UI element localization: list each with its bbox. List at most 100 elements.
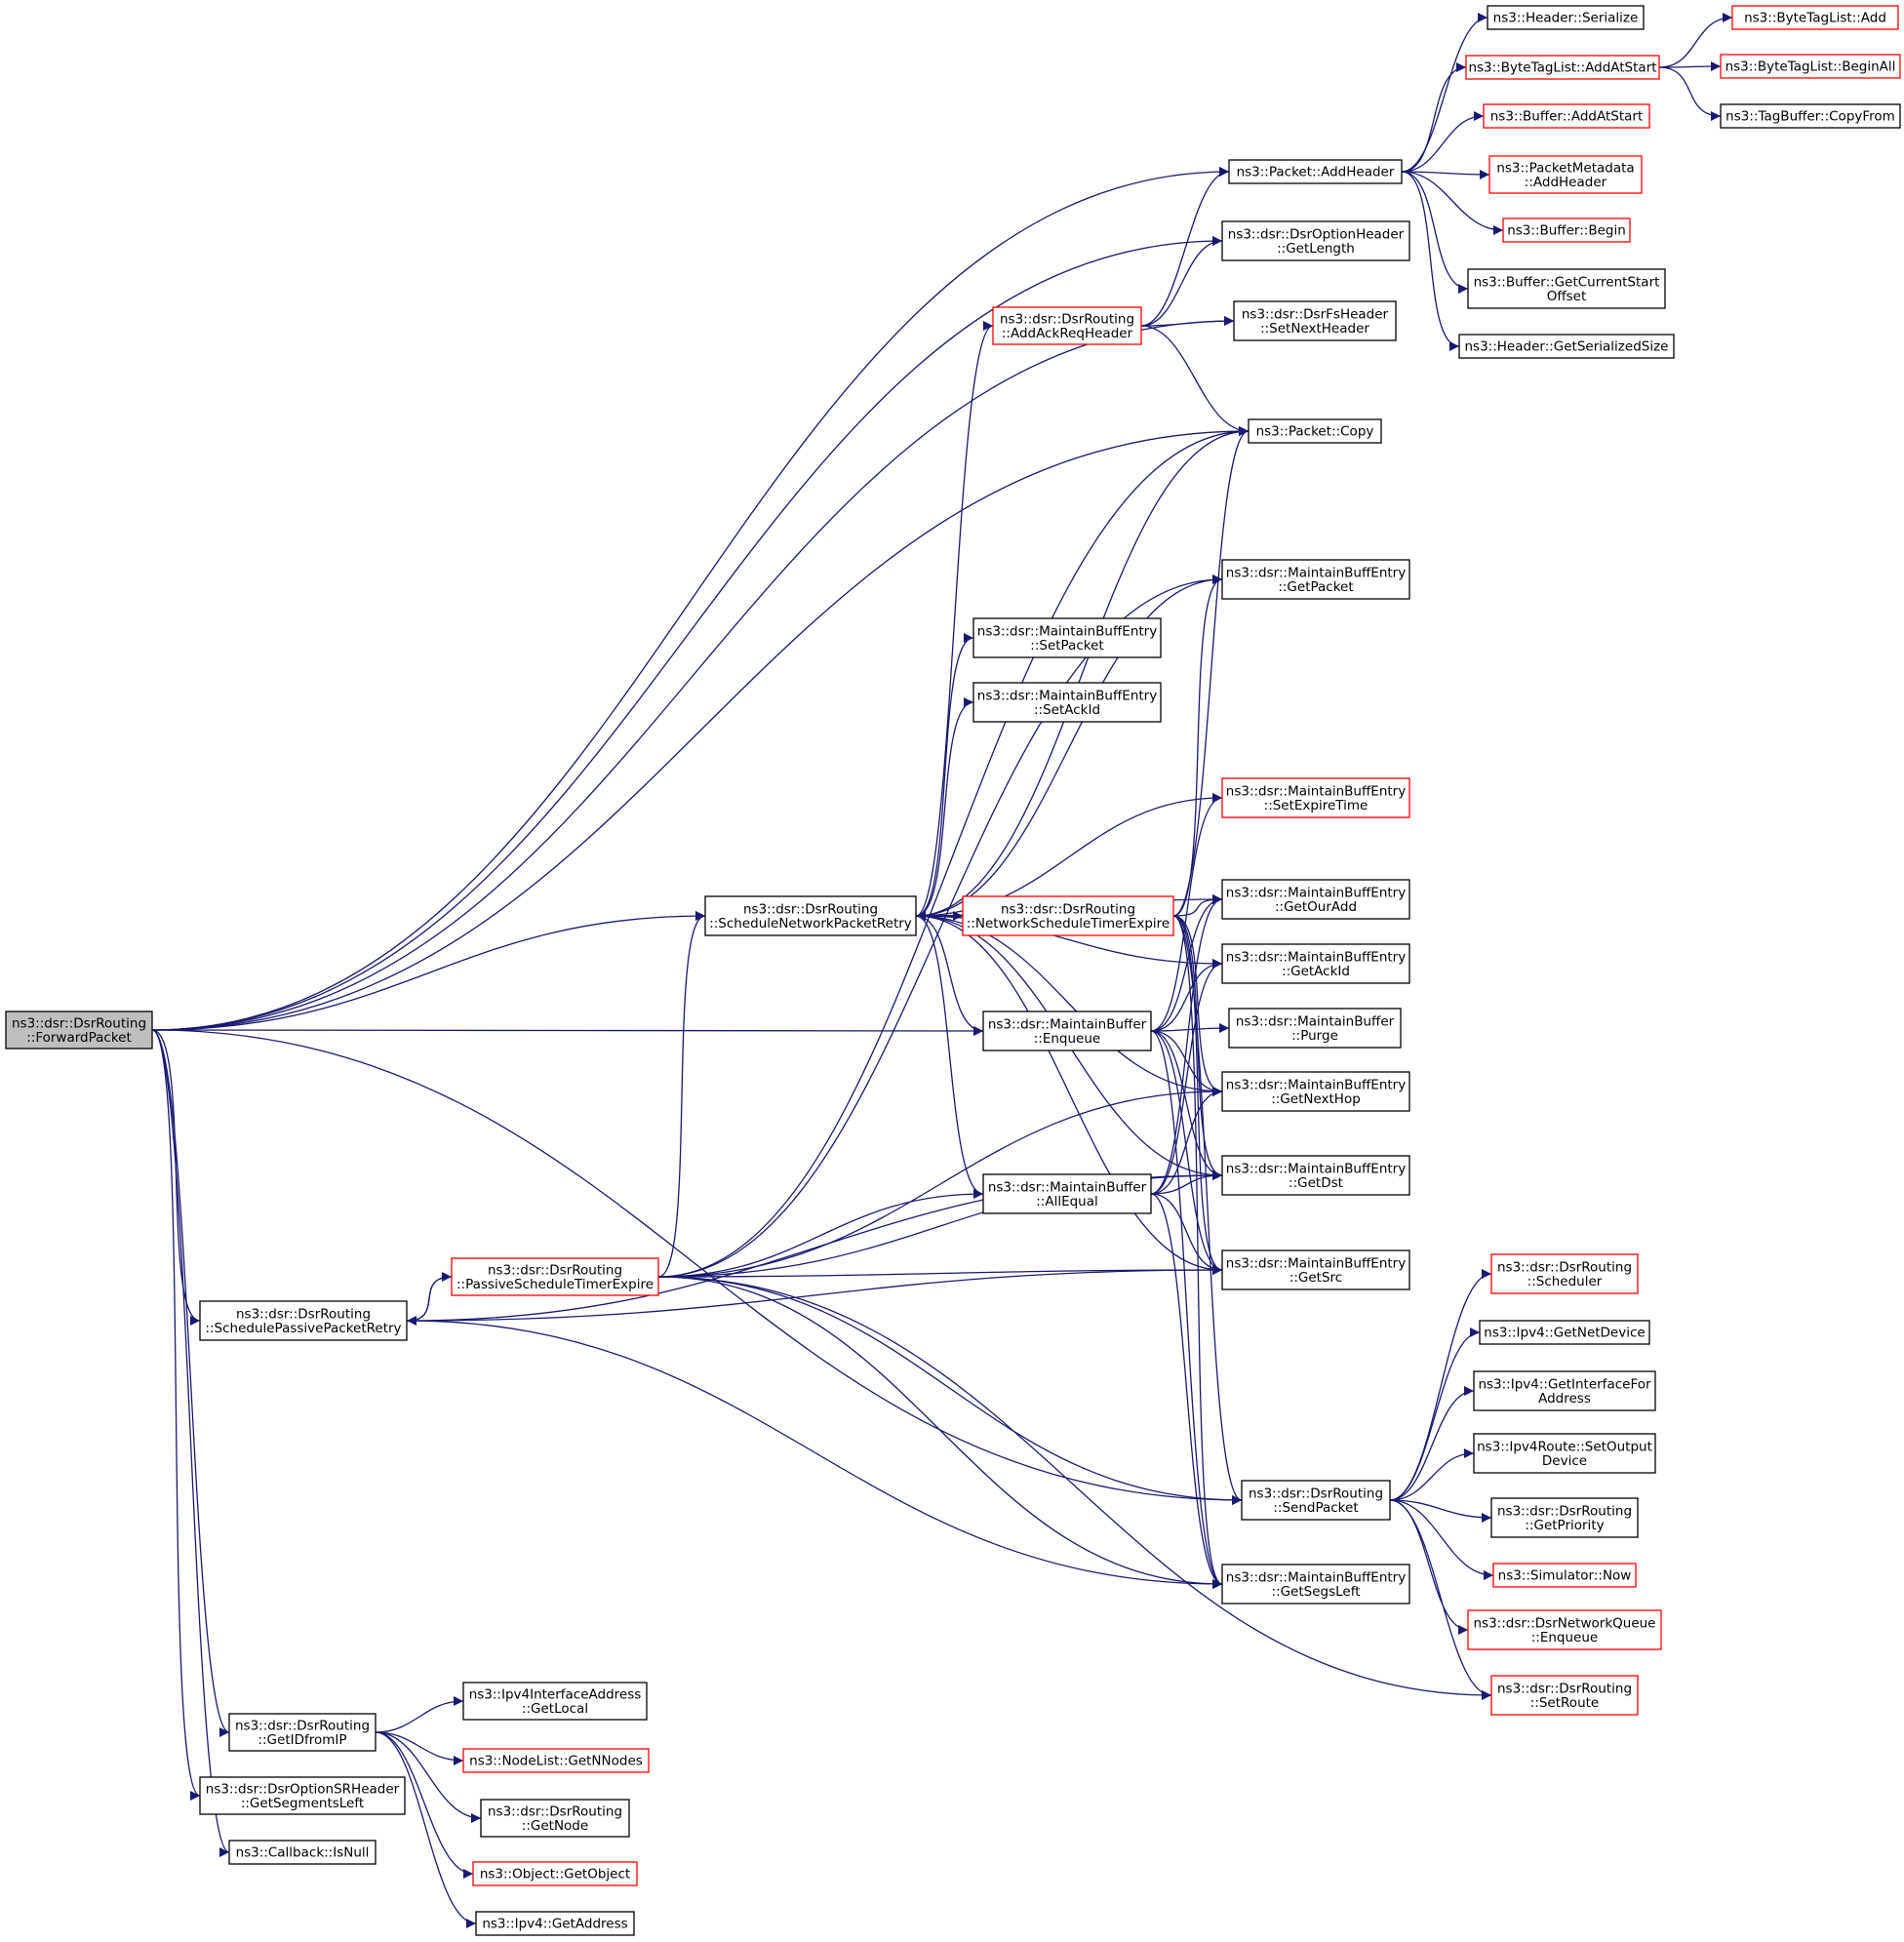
node-box [982, 1011, 1152, 1051]
node-label-line: ns3::ByteTagList::AddAtStart [1468, 60, 1656, 76]
node-mbe-setackid[interactable]: ns3::dsr::MaintainBuffEntry::SetAckId [972, 682, 1162, 723]
node-label-line: ::GetSegsLeft [1271, 1584, 1360, 1600]
node-box [1479, 1320, 1650, 1345]
node-getidfromip[interactable]: ns3::dsr::DsrRouting::GetIDfromIP [228, 1713, 377, 1752]
node-getlocal[interactable]: ns3::Ipv4InterfaceAddress::GetLocal [462, 1682, 648, 1721]
node-label-line: ns3::dsr::MaintainBuffer [988, 1016, 1147, 1032]
node-label-line: ns3::dsr::MaintainBuffEntry [1226, 1569, 1406, 1585]
node-label-line: ns3::Packet::AddHeader [1237, 165, 1395, 180]
node-dsrrouting-getpriority[interactable]: ns3::dsr::DsrRouting::GetPriority [1490, 1497, 1639, 1538]
node-tagbuffer-copyfrom[interactable]: ns3::TagBuffer::CopyFrom [1720, 103, 1901, 129]
edge-passivescheduletimerexpire-to-mbe-getnexthop [657, 1087, 1223, 1278]
node-passivescheduletimerexpire[interactable]: ns3::dsr::DsrRouting::PassiveScheduleTim… [451, 1257, 659, 1296]
node-getaddress[interactable]: ns3::Ipv4::GetAddress [475, 1911, 635, 1936]
node-label-line: ns3::dsr::DsrRouting [1497, 1259, 1632, 1275]
edge-packet-addheader-to-bytetaglist-addatstart [1401, 62, 1467, 173]
node-getsegmentsleft-sr[interactable]: ns3::dsr::DsrOptionSRHeader::GetSegments… [199, 1776, 406, 1815]
node-mbe-getpacket[interactable]: ns3::dsr::MaintainBuffEntry::GetPacket [1221, 559, 1410, 600]
edge-sendpacket-to-simulator-now [1389, 1499, 1494, 1580]
node-label-line: ::GetSegmentsLeft [241, 1796, 364, 1811]
node-getnode[interactable]: ns3::dsr::DsrRouting::GetNode [480, 1799, 630, 1838]
node-dsrfsheader-setnextheader[interactable]: ns3::dsr::DsrFsHeader::SetNextHeader [1233, 300, 1397, 341]
node-label-line: ns3::dsr::MaintainBuffEntry [1226, 565, 1406, 580]
edge-getidfromip-to-getaddress [375, 1731, 477, 1928]
node-packet-addheader[interactable]: ns3::Packet::AddHeader [1228, 159, 1403, 184]
node-box [1221, 559, 1410, 600]
node-box [199, 1776, 406, 1815]
edge-addackreqheader-to-packet-addheader [1140, 167, 1230, 327]
node-packet-copy[interactable]: ns3::Packet::Copy [1248, 418, 1382, 444]
node-bytetaglist-add[interactable]: ns3::ByteTagList::Add [1731, 5, 1899, 30]
edge-forwardpacket-to-sendpacket [151, 1029, 1243, 1505]
node-label-line: ns3::Simulator::Now [1498, 1568, 1632, 1584]
node-label-line: ::Enqueue [1034, 1031, 1100, 1047]
edge-passivescheduletimerexpire-to-schedulenetworkpacketretry [657, 911, 706, 1278]
node-buffer-begin[interactable]: ns3::Buffer::Begin [1502, 218, 1631, 243]
node-mbe-getackid[interactable]: ns3::dsr::MaintainBuffEntry::GetAckId [1221, 943, 1410, 984]
node-callback-isnull[interactable]: ns3::Callback::IsNull [228, 1840, 377, 1865]
node-label-line: ::GetNode [522, 1818, 588, 1834]
node-box [480, 1799, 630, 1838]
node-box [992, 306, 1142, 345]
node-box [1241, 1480, 1391, 1521]
node-label-line: ns3::dsr::MaintainBuffEntry [1226, 783, 1406, 799]
node-simulator-now[interactable]: ns3::Simulator::Now [1492, 1563, 1637, 1588]
node-mb-allequal[interactable]: ns3::dsr::MaintainBuffer::AllEqual [982, 1173, 1152, 1214]
node-dsroptionheader-getlength[interactable]: ns3::dsr::DsrOptionHeader::GetLength [1221, 220, 1410, 261]
node-label-line: ::SendPacket [1273, 1500, 1358, 1516]
node-mbe-getsegsleft[interactable]: ns3::dsr::MaintainBuffEntry::GetSegsLeft [1221, 1564, 1410, 1605]
node-schedulenetworkpacketretry[interactable]: ns3::dsr::DsrRouting::ScheduleNetworkPac… [704, 895, 917, 936]
node-label-line: ns3::PacketMetadata [1496, 160, 1634, 176]
edge-mb-allequal-to-mbe-getsrc [1150, 1193, 1223, 1275]
node-buffer-addatstart[interactable]: ns3::Buffer::AddAtStart [1483, 103, 1650, 129]
edge-mb-allequal-to-mbe-getdst [1150, 1170, 1223, 1195]
edge-schedulenetworkpacketretry-to-mbe-setpacket [915, 633, 974, 917]
edge-forwardpacket-to-schedulenetworkpacketretry [151, 911, 706, 1031]
node-bytetaglist-addatstart[interactable]: ns3::ByteTagList::AddAtStart [1465, 55, 1660, 80]
node-mb-purge[interactable]: ns3::dsr::MaintainBuffer::Purge [1228, 1008, 1402, 1049]
node-packetmetadata-addheader[interactable]: ns3::PacketMetadata::AddHeader [1488, 155, 1643, 194]
node-mbe-setpacket[interactable]: ns3::dsr::MaintainBuffEntry::SetPacket [972, 617, 1162, 658]
node-label-line: ns3::dsr::DsrRouting [12, 1015, 146, 1031]
node-schedulepassivepacketretry[interactable]: ns3::dsr::DsrRouting::SchedulePassivePac… [199, 1300, 408, 1341]
node-forwardpacket[interactable]: ns3::dsr::DsrRouting::ForwardPacket [5, 1011, 153, 1050]
node-label-line: ::SchedulePassivePacketRetry [205, 1321, 401, 1336]
node-mbe-getdst[interactable]: ns3::dsr::MaintainBuffEntry::GetDst [1221, 1155, 1410, 1196]
node-mbe-getouradd[interactable]: ns3::dsr::MaintainBuffEntry::GetOurAdd [1221, 879, 1410, 920]
edge-forwardpacket-to-getsegmentsleft-sr [151, 1029, 201, 1801]
node-networkscheduletimerexpire[interactable]: ns3::dsr::DsrRouting::NetworkScheduleTim… [962, 895, 1174, 936]
node-dsrrouting-scheduler[interactable]: ns3::dsr::DsrRouting::Scheduler [1490, 1253, 1639, 1294]
node-box [1473, 1370, 1656, 1411]
node-box [1221, 1564, 1410, 1605]
node-header-serialize[interactable]: ns3::Header::Serialize [1487, 5, 1645, 30]
node-getnnodes[interactable]: ns3::NodeList::GetNNodes [462, 1748, 650, 1773]
node-box [199, 1300, 408, 1341]
node-mbe-setexpiretime[interactable]: ns3::dsr::MaintainBuffEntry::SetExpireTi… [1221, 777, 1410, 818]
node-sendpacket[interactable]: ns3::dsr::DsrRouting::SendPacket [1241, 1480, 1391, 1521]
node-header-getserializedsize[interactable]: ns3::Header::GetSerializedSize [1458, 334, 1675, 359]
node-label-line: ::Scheduler [1527, 1274, 1603, 1289]
node-label-line: ns3::Buffer::Begin [1507, 223, 1626, 239]
edge-forwardpacket-to-dsroptionheader-getlength [151, 236, 1223, 1031]
node-mbe-getnexthop[interactable]: ns3::dsr::MaintainBuffEntry::GetNextHop [1221, 1071, 1410, 1112]
node-addackreqheader[interactable]: ns3::dsr::DsrRouting::AddAckReqHeader [992, 306, 1142, 345]
node-label-line: ns3::Ipv4::GetInterfaceFor [1478, 1376, 1651, 1392]
edge-forwardpacket-to-dsrfsheader-setnextheader [151, 316, 1235, 1031]
edge-bytetaglist-addatstart-to-bytetaglist-beginall [1658, 61, 1722, 72]
node-dsrrouting-setroute[interactable]: ns3::dsr::DsrRouting::SetRoute [1490, 1675, 1639, 1716]
node-box [462, 1682, 648, 1721]
node-mbe-getsrc[interactable]: ns3::dsr::MaintainBuffEntry::GetSrc [1221, 1249, 1410, 1290]
node-getobject[interactable]: ns3::Object::GetObject [472, 1861, 638, 1886]
node-mb-enqueue[interactable]: ns3::dsr::MaintainBuffer::Enqueue [982, 1011, 1152, 1051]
node-label-line: ns3::dsr::MaintainBuffEntry [1226, 885, 1406, 900]
node-dsrnetworkqueue-enqueue[interactable]: ns3::dsr::DsrNetworkQueue::Enqueue [1467, 1609, 1662, 1650]
node-ipv4-getnetdevice[interactable]: ns3::Ipv4::GetNetDevice [1479, 1320, 1650, 1345]
edge-mb-allequal-to-mbe-getouradd [1150, 894, 1223, 1195]
edge-schedulenetworkpacketretry-to-mbe-setackid [915, 697, 974, 917]
node-label-line: ::GetOurAdd [1275, 899, 1357, 915]
node-label-line: ::GetLength [1277, 241, 1355, 257]
node-bytetaglist-beginall[interactable]: ns3::ByteTagList::BeginAll [1720, 54, 1901, 79]
